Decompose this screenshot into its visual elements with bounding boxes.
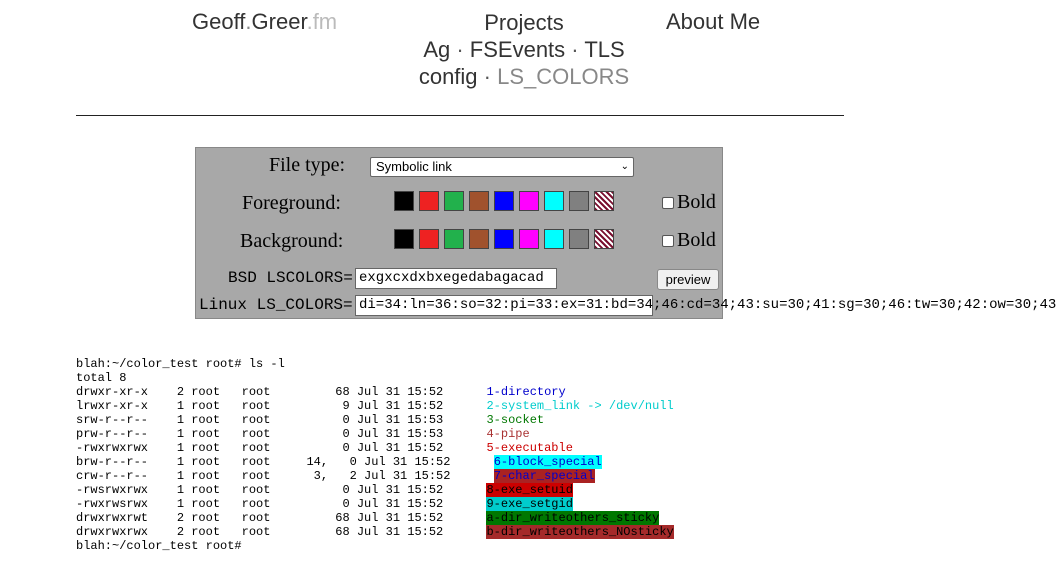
terminal-prompt: blah:~/color_test root# ls -l [76,357,285,371]
terminal-row: drwxrwxrwt 2 root root 68 Jul 31 15:52 a… [76,511,674,525]
foreground-swatch-4[interactable] [494,191,514,211]
terminal-row: drwxr-xr-x 2 root root 68 Jul 31 15:52 1… [76,385,674,399]
file-meta: -rwxrwxrwx 1 root root 0 Jul 31 15:52 [76,441,444,455]
file-name: 3-socket [486,413,545,427]
background-swatch-4[interactable] [494,229,514,249]
color-picker-panel: File type: Symbolic link ⌄ Foreground: B… [195,147,1056,319]
foreground-swatch-5[interactable] [519,191,539,211]
file-meta: lrwxr-xr-x 1 root root 9 Jul 31 15:52 [76,399,444,413]
file-name: 5-executable [486,441,573,455]
background-swatch-5[interactable] [519,229,539,249]
main-nav: Projects Ag · FSEvents · TLS config · LS… [392,9,656,90]
file-meta: -rwxrwsrwx 1 root root 0 Jul 31 15:52 [76,497,444,511]
file-name: 9-exe_setgid [486,497,573,511]
terminal-prompt-end: blah:~/color_test root# [76,539,242,553]
nav-separator: · [565,37,585,62]
foreground-bold-label: Bold [677,191,716,213]
nav-config-link[interactable]: config [418,64,478,89]
terminal-listing: drwxr-xr-x 2 root root 68 Jul 31 15:52 1… [76,385,674,539]
file-name: 7-char_special [493,469,595,483]
background-swatch-7[interactable] [569,229,589,249]
terminal-row: -rwsrwxrwx 1 root root 0 Jul 31 15:52 8-… [76,483,674,497]
site-name-2: Greer [251,9,307,34]
site-dot: . [245,9,252,34]
nav-ag-link[interactable]: Ag [423,37,451,62]
background-label: Background: [240,230,344,252]
background-swatch-3[interactable] [469,229,489,249]
background-swatches [394,229,619,249]
file-meta: drwxrwxrwt 2 root root 68 Jul 31 15:52 [76,511,444,525]
file-meta: brw-r--r-- 1 root root 14, 0 Jul 31 15:5… [76,455,451,469]
file-name: 6-block_special [493,455,602,469]
background-bold-toggle[interactable]: Bold [662,229,716,252]
file-name: 2-system_link -> /dev/null [486,399,674,413]
foreground-swatch-7[interactable] [569,191,589,211]
foreground-label: Foreground: [242,192,341,214]
foreground-swatch-2[interactable] [444,191,464,211]
linux-ls-colors-field[interactable]: di=34:ln=36:so=32:pi=33:ex=31:bd=34;46:c… [355,295,1056,316]
preview-button[interactable]: preview [657,269,719,290]
foreground-swatches [394,191,619,211]
file-type-label: File type: [269,154,346,176]
file-meta: crw-r--r-- 1 root root 3, 2 Jul 31 15:52 [76,469,451,483]
nav-separator: · [450,37,470,62]
nav-row-1: Projects [392,9,656,36]
nav-tls-link[interactable]: TLS [584,37,625,62]
nav-fsevents-link[interactable]: FSEvents [469,37,566,62]
terminal-row: -rwxrwsrwx 1 root root 0 Jul 31 15:52 9-… [76,497,674,511]
file-name: 8-exe_setuid [486,483,573,497]
file-meta: prw-r--r-- 1 root root 0 Jul 31 15:53 [76,427,444,441]
file-name: 4-pipe [486,427,530,441]
terminal-row: prw-r--r-- 1 root root 0 Jul 31 15:53 4-… [76,427,674,441]
file-meta: drwxr-xr-x 2 root root 68 Jul 31 15:52 [76,385,444,399]
foreground-bold-toggle[interactable]: Bold [662,191,716,214]
file-meta: drwxrwxrwx 2 root root 68 Jul 31 15:52 [76,525,444,539]
file-type-selected-value: Symbolic link [376,159,452,174]
terminal-row: srw-r--r-- 1 root root 0 Jul 31 15:53 3-… [76,413,674,427]
background-swatch-1[interactable] [419,229,439,249]
header-divider [76,115,844,116]
terminal-row: lrwxr-xr-x 1 root root 9 Jul 31 15:52 2-… [76,399,674,413]
background-swatch-2[interactable] [444,229,464,249]
nav-separator: · [477,64,498,89]
bsd-lscolors-label: BSD LSCOLORS= [228,269,353,287]
site-tld: .fm [306,9,338,34]
nav-about-link[interactable]: About Me [666,9,761,34]
nav-row-3: config · LS_COLORS [392,63,656,90]
terminal-row: crw-r--r-- 1 root root 3, 2 Jul 31 15:52… [76,469,674,483]
background-bold-checkbox[interactable] [662,234,674,247]
bsd-lscolors-field[interactable]: exgxcxdxbxegedabagacad [355,268,557,289]
foreground-bold-checkbox[interactable] [662,196,674,209]
terminal-row: brw-r--r-- 1 root root 14, 0 Jul 31 15:5… [76,455,674,469]
linux-ls-colors-label: Linux LS_COLORS= [199,296,353,314]
terminal-preview: blah:~/color_test root# ls -l total 8 dr… [76,357,674,553]
nav-row-2: Ag · FSEvents · TLS [392,36,656,63]
terminal-total: total 8 [76,371,127,385]
foreground-swatch-none[interactable] [594,191,614,211]
file-type-select[interactable]: Symbolic link ⌄ [370,157,634,177]
foreground-swatch-6[interactable] [544,191,564,211]
foreground-swatch-0[interactable] [394,191,414,211]
chevron-down-icon: ⌄ [620,161,629,172]
background-swatch-0[interactable] [394,229,414,249]
terminal-row: drwxrwxrwx 2 root root 68 Jul 31 15:52 b… [76,525,674,539]
site-name: Geoff [192,9,246,34]
file-name: a-dir_writeothers_sticky [486,511,660,525]
file-meta: srw-r--r-- 1 root root 0 Jul 31 15:53 [76,413,444,427]
foreground-swatch-1[interactable] [419,191,439,211]
file-name: b-dir_writeothers_NOsticky [486,525,674,539]
background-swatch-6[interactable] [544,229,564,249]
background-swatch-none[interactable] [594,229,614,249]
file-name: 1-directory [486,385,566,399]
site-title[interactable]: Geoff.Greer.fm [192,9,337,35]
file-meta: -rwsrwxrwx 1 root root 0 Jul 31 15:52 [76,483,444,497]
nav-lscolors-link[interactable]: LS_COLORS [497,64,630,89]
foreground-swatch-3[interactable] [469,191,489,211]
terminal-row: -rwxrwxrwx 1 root root 0 Jul 31 15:52 5-… [76,441,674,455]
background-bold-label: Bold [677,229,716,251]
nav-projects-link[interactable]: Projects [484,10,564,35]
